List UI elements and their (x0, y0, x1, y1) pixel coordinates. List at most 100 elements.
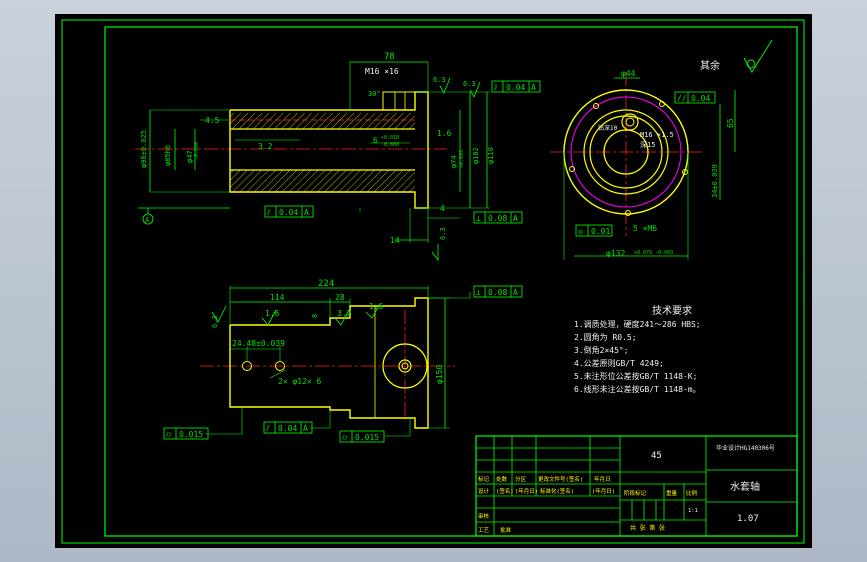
dim-6-sub: -0.000 (381, 142, 399, 148)
dim-drill-depth: 钻深10 (598, 124, 618, 132)
dim-34: 34±0.039 (711, 164, 719, 198)
dim-45: 4.5 (205, 116, 220, 125)
roughness-63b: 6.3 (463, 80, 476, 88)
svg-text:A: A (303, 424, 308, 433)
svg-text:A: A (513, 288, 518, 297)
material: 45 (651, 451, 662, 461)
svg-text:0.015: 0.015 (179, 430, 203, 439)
svg-text:◎: ◎ (578, 227, 583, 236)
dim-phi102: φ102 (472, 147, 480, 164)
fcf-bottom-right: ⌭ 0.015 (339, 430, 385, 443)
svg-text:分区: 分区 (515, 475, 527, 483)
svg-text:0.04: 0.04 (279, 208, 298, 217)
datum-a-label: A (145, 216, 150, 224)
svg-text:标准化(签名): 标准化(签名) (540, 487, 574, 495)
svg-text:阶段标记: 阶段标记 (624, 489, 647, 497)
dim-28: 28 (335, 293, 345, 302)
svg-text:⊥: ⊥ (476, 214, 481, 223)
dim-phi132-tol: +0.079 -0.003 (634, 250, 673, 256)
tech-line-2: 2.圆角为 R0.5; (574, 332, 637, 342)
dim-phi47: φ47 (186, 150, 194, 163)
dim-phi132: φ132 (606, 249, 625, 258)
dim-16b: 1.6 (265, 309, 280, 318)
svg-text:审核: 审核 (478, 512, 490, 520)
svg-text:⫽: ⫽ (266, 208, 271, 217)
dim-m16x16: M16 ×16 (365, 67, 399, 76)
side-view: φ44 65 34±0.039 M16 ×1.5 深15 钻深10 5 ×M6 … (550, 69, 736, 260)
dim-depth15: 深15 (640, 140, 655, 149)
tech-line-3: 3.倒角2×45°; (574, 345, 629, 355)
bottom-boss (382, 343, 428, 389)
dim-8: 8 (311, 314, 319, 318)
dim-14: 14 (390, 236, 400, 245)
dim-phi74-tol: +0.039 (459, 150, 465, 168)
dim-6-sup: +0.018 (381, 135, 399, 141)
dim-2448: 24.48±0.039 (232, 339, 285, 348)
tech-line-4: 4.公差原则GB/T 4249; (574, 358, 664, 368)
rest-roughness-symbol (743, 39, 773, 73)
svg-text:⌭: ⌭ (342, 433, 348, 442)
outer-frame (61, 19, 805, 544)
fcf-side-top: // 0.04 (674, 91, 716, 104)
svg-text:A: A (513, 214, 518, 223)
svg-text:年月日: 年月日 (594, 475, 611, 483)
svg-text:(签名): (签名) (496, 487, 514, 495)
dim-phi110: φ110 (487, 147, 495, 164)
svg-text://: // (677, 94, 687, 103)
svg-text:⫽: ⫽ (265, 424, 270, 433)
dim-30deg: 30° (368, 90, 381, 98)
dim-224: 224 (318, 279, 334, 289)
title-block-text: 45 毕业设计HG140306号 水套轴 1.07 标记 处数 分区 更改文件号… (478, 444, 775, 534)
inner-circle-a (589, 115, 663, 189)
front-view: 78 M16 ×16 6.3 6.3 30° 4.5 3.2 1.6 6 +0.… (135, 52, 541, 262)
bolt-circle (570, 96, 682, 208)
tech-line-1: 1.调质处理，硬度241～286 HBS; (574, 319, 701, 329)
dim-phi44: φ44 (621, 69, 636, 78)
svg-text:0.08: 0.08 (488, 214, 507, 223)
svg-text:0.04: 0.04 (278, 424, 297, 433)
dim-32b: 3.2 (337, 309, 352, 318)
dim-16c: 1.6 (369, 302, 384, 311)
fcf-bottom-left: ⌭ 0.015 (163, 427, 209, 440)
inner-frame (104, 26, 798, 537)
svg-text:0.01: 0.01 (591, 227, 610, 236)
tapped-hole (621, 113, 639, 131)
svg-text:更改文件号(签名): 更改文件号(签名) (538, 475, 583, 483)
fcf-front-bottom: ⫽ 0.04 A (264, 205, 314, 218)
svg-text:⫽: ⫽ (493, 83, 498, 92)
drawing-code: 毕业设计HG140306号 (716, 444, 775, 452)
fcf-bottom-top: ⊥ 0.08 A (473, 285, 523, 298)
dim-78: 78 (384, 52, 395, 62)
svg-text:共 张 第 张: 共 张 第 张 (630, 524, 665, 532)
bottom-view: 224 114 28 3.2 1.6 1.6 6.3 8 24.48±0.039… (163, 279, 523, 443)
svg-text:0.015: 0.015 (355, 433, 379, 442)
roughness-63c: 6.3 (439, 227, 447, 240)
tech-line-5: 5.未注形位公差按GB/T 1148-K; (574, 371, 697, 381)
dim-5xm6: 5 ×M6 (633, 224, 657, 233)
fcf-bottom-mid: ⫽ 0.04 A (263, 421, 313, 434)
dim-63b: 6.3 (211, 315, 219, 328)
svg-text:0.04: 0.04 (691, 94, 710, 103)
svg-text:(年月日): (年月日) (592, 487, 615, 495)
svg-text:工艺: 工艺 (478, 527, 490, 534)
dim-2xphi12: 2× φ12× 6 (278, 377, 322, 386)
dim-phi47-tol: -0.020 (194, 142, 200, 160)
mid-circle (583, 109, 669, 195)
svg-text:批准: 批准 (500, 526, 512, 534)
svg-text:⊥: ⊥ (476, 288, 481, 297)
part-name: 水套轴 (730, 480, 760, 493)
fcf-front-top: ⫽ 0.04 A (491, 80, 541, 93)
section-hatch-top (230, 113, 415, 129)
svg-text:0.08: 0.08 (488, 288, 507, 297)
dim-phi150: φ150 (435, 365, 444, 384)
dim-phi98: φ98±0.025 (140, 130, 148, 168)
dim-phi74: φ74 (450, 155, 458, 168)
dim-114: 114 (270, 293, 285, 302)
rest-label: 其余 (700, 59, 720, 72)
fcf-side-bottom: ◎ 0.01 (575, 224, 613, 237)
svg-text:处数: 处数 (496, 475, 508, 483)
title-block (475, 435, 798, 537)
tech-title: 技术要求 (652, 304, 692, 317)
svg-text:0.04: 0.04 (506, 83, 525, 92)
